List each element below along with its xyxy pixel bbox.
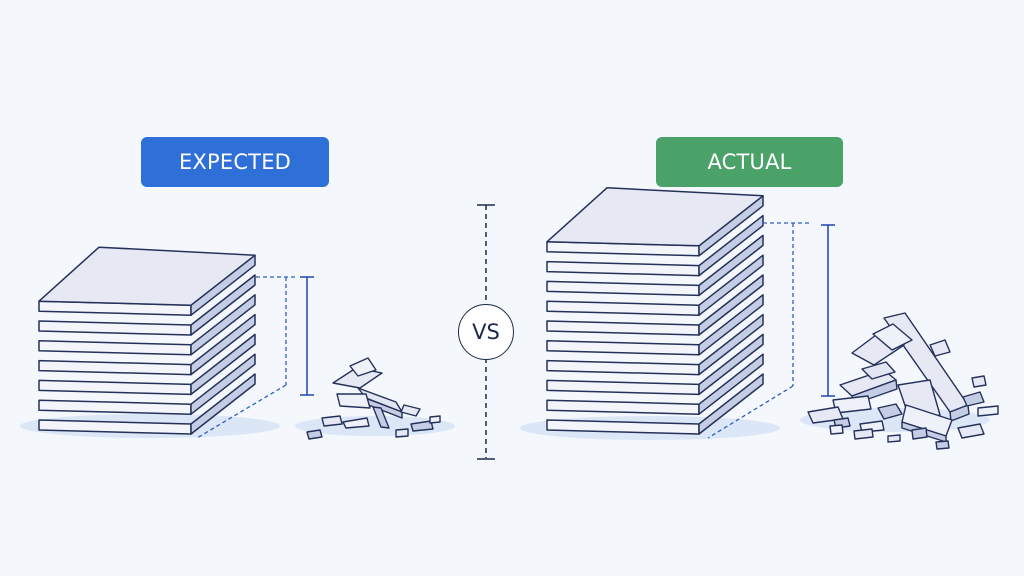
plate-side-face: [698, 353, 764, 415]
plate-side-face: [698, 234, 764, 297]
expected-plate-stack-icon: [38, 246, 256, 435]
plate-side-face: [190, 313, 256, 376]
actual-broken-shards-icon: [807, 312, 999, 450]
actual-height-guides: [707, 222, 835, 439]
expected-broken-shards-icon: [306, 357, 441, 440]
plate-side-face: [698, 274, 764, 336]
plate-side-face: [698, 294, 764, 356]
plate-side-face: [190, 333, 256, 396]
plate-side-face: [190, 294, 256, 356]
vs-badge: VS: [458, 304, 514, 360]
plate-top-face: [38, 246, 256, 306]
plate-side-face: [698, 333, 764, 396]
plate-side-face: [190, 274, 256, 336]
expected-label-badge: EXPECTED: [141, 137, 329, 187]
plate-side-face: [698, 214, 764, 277]
plate-side-face: [698, 254, 764, 316]
plate-side-face: [190, 373, 256, 435]
expected-height-guides: [196, 276, 314, 439]
plate-side-face: [190, 353, 256, 415]
plate-top-face: [546, 187, 764, 247]
actual-plate-stack-icon: [546, 187, 764, 435]
actual-label-badge: ACTUAL: [656, 137, 843, 187]
plate-side-face: [698, 313, 764, 376]
plate-side-face: [698, 373, 764, 435]
